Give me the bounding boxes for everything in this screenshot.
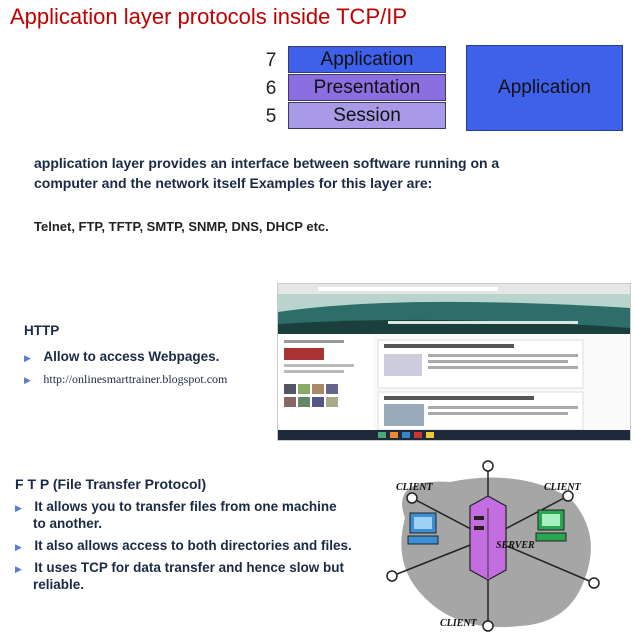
ftp-bullet-1: ▶ It allows you to transfer files from o… (15, 498, 337, 516)
layer-number-7: 7 (265, 50, 277, 71)
bullet-arrow-icon: ▶ (24, 353, 31, 363)
bullet-arrow-icon: ▶ (15, 564, 22, 574)
layer-application: Application (288, 46, 446, 73)
ftp-heading: F T P (File Transfer Protocol) (15, 476, 207, 492)
http-bullet: ▶ Allow to access Webpages. (24, 348, 219, 366)
description-line-1: application layer provides an interface … (34, 155, 500, 171)
http-link-row: ▶ http://onlinesmarttrainer.blogspot.com (24, 370, 227, 388)
layer-number-6: 6 (265, 78, 277, 99)
ftp-bullet-3-line-1: It uses TCP for data transfer and hence … (34, 560, 344, 575)
ftp-bullet-3-line-2: reliable. (33, 577, 85, 592)
server-label: SERVER (496, 540, 535, 551)
bullet-arrow-icon: ▶ (15, 503, 22, 513)
ftp-bullet-1-line-1: It allows you to transfer files from one… (34, 499, 337, 514)
ftp-bullet-2-line-1: It also allows access to both directorie… (34, 538, 352, 553)
bullet-arrow-icon: ▶ (24, 375, 31, 385)
client-label-top-left: CLIENT (396, 482, 433, 493)
http-heading: HTTP (24, 323, 60, 338)
http-bullet-text: Allow to access Webpages. (43, 349, 220, 364)
ftp-bullet-2: ▶ It also allows access to both director… (15, 537, 352, 555)
description-line-2: computer and the network itself Examples… (34, 175, 433, 191)
bullet-arrow-icon: ▶ (15, 542, 22, 552)
layer-session: Session (288, 102, 446, 129)
client-label-bottom: CLIENT (440, 618, 477, 629)
page-title: Application layer protocols inside TCP/I… (10, 4, 408, 29)
http-link[interactable]: http://onlinesmarttrainer.blogspot.com (43, 372, 228, 386)
layer-presentation: Presentation (288, 74, 446, 101)
combined-application-layer: Application (466, 45, 623, 131)
client-server-diagram: CLIENT CLIENT SERVER CLIENT (370, 458, 610, 638)
client-label-top-right: CLIENT (544, 482, 581, 493)
blog-screenshot (277, 283, 631, 441)
ftp-bullet-3: ▶ It uses TCP for data transfer and henc… (15, 559, 344, 577)
ftp-bullet-1-line-2: to another. (33, 516, 103, 531)
layer-number-5: 5 (265, 106, 277, 127)
examples-list: Telnet, FTP, TFTP, SMTP, SNMP, DNS, DHCP… (34, 219, 329, 234)
